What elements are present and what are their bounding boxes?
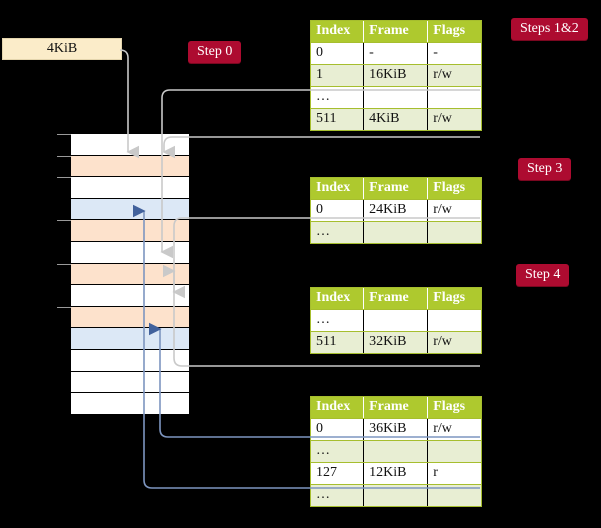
badge-step-4: Step 4 [516,264,570,286]
column-header-index: Index [311,288,365,310]
cell-index: … [311,309,365,332]
memory-frame-row [71,306,189,329]
cell-flags [427,86,481,109]
memory-frame-row [71,198,189,221]
table-row: … [311,440,481,463]
cell-flags: r/w [427,418,481,441]
cell-flags: r/w [427,108,481,130]
cell-frame: 12KiB [363,462,429,485]
memory-frame-tick [57,134,71,135]
column-header-frame: Frame [363,288,429,310]
cell-frame: 4KiB [363,108,429,130]
column-header-flags: Flags [427,397,481,419]
badge-step-3: Step 3 [518,158,572,180]
cell-frame [363,309,429,332]
virtual-address-text: 4KiB [46,41,78,56]
cell-flags: r/w [427,199,481,222]
table-row: … [311,221,481,243]
cell-index: 0 [311,199,365,222]
cell-frame: 36KiB [363,418,429,441]
cell-index: 127 [311,462,365,485]
memory-frame-tick [57,177,71,179]
cell-frame [363,221,429,243]
cell-index: … [311,86,365,109]
cell-flags [427,221,481,243]
cell-index: … [311,221,365,243]
cell-flags: r/w [427,64,481,87]
memory-frame-row [71,241,189,264]
memory-frame-row [71,393,189,415]
table-row: … [311,309,481,332]
badge-steps-1-2: Steps 1&2 [511,18,588,40]
cell-frame [363,440,429,463]
cell-index: 1 [311,64,365,87]
cell-index: 0 [311,418,365,441]
column-header-frame: Frame [363,178,429,200]
cell-flags: - [427,42,481,65]
memory-frame-row [71,134,189,156]
table-row: … [311,86,481,109]
table-row: … [311,484,481,506]
badge-step-0: Step 0 [188,41,242,63]
memory-frame-row [71,285,189,307]
memory-frame-tick [57,306,71,308]
cell-index: 511 [311,331,365,353]
cell-flags [427,440,481,463]
cell-flags: r/w [427,331,481,353]
wire-pt1-to-frame [162,136,480,159]
memory-frame-tick [57,220,71,222]
column-header-index: Index [311,21,365,43]
cell-index: 511 [311,108,365,130]
cell-flags [427,484,481,506]
memory-frame-tick [57,263,71,265]
table-row: 0-- [311,42,481,65]
virtual-address-label: 4KiB [2,38,122,60]
memory-frame-row [71,328,189,350]
memory-frame-tick [57,155,71,157]
column-header-flags: Flags [427,178,481,200]
cell-flags: r [427,462,481,485]
cell-frame [363,86,429,109]
cell-frame [363,484,429,506]
memory-frame-row [71,177,189,199]
cell-frame: 24KiB [363,199,429,222]
memory-frame-row [71,349,189,372]
column-header-frame: Frame [363,21,429,43]
physical-memory-frames [57,133,190,416]
memory-frame-row [71,371,189,394]
memory-frame-row [71,220,189,242]
column-header-flags: Flags [427,21,481,43]
cell-frame: 16KiB [363,64,429,87]
cell-index: … [311,484,365,506]
memory-frame-row [71,155,189,178]
cell-index: … [311,440,365,463]
memory-frame-row [71,263,189,286]
column-header-frame: Frame [363,397,429,419]
cell-index: 0 [311,42,365,65]
cell-frame: 32KiB [363,331,429,353]
column-header-flags: Flags [427,288,481,310]
column-header-index: Index [311,178,365,200]
column-header-index: Index [311,397,365,419]
cell-flags [427,309,481,332]
cell-frame: - [363,42,429,65]
